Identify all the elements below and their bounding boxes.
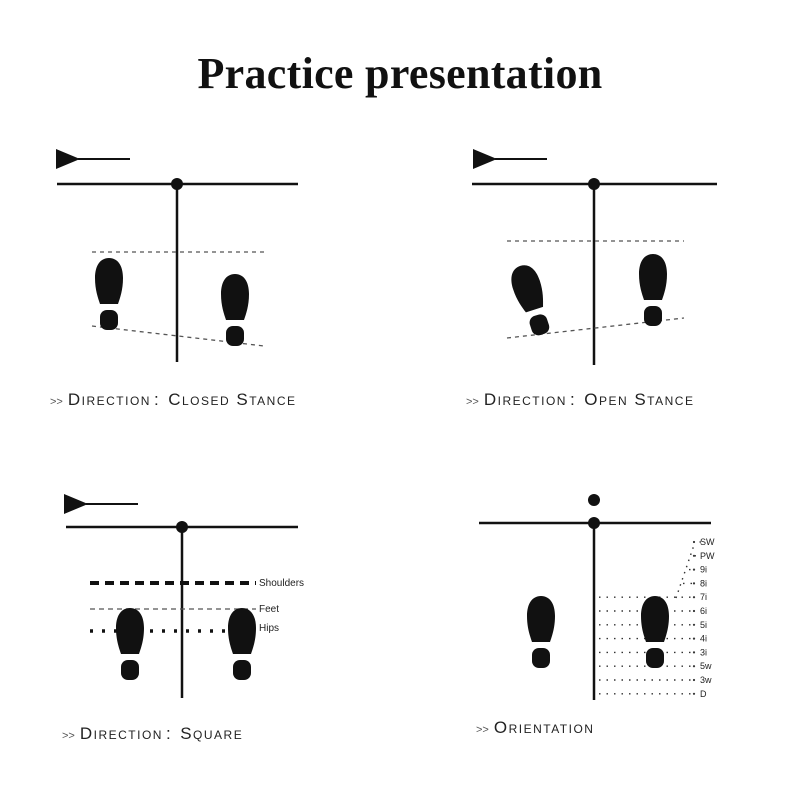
caption-square: >> Direction: Square: [62, 724, 243, 744]
scale-label: 8i: [700, 578, 707, 588]
scale-tick: [692, 596, 696, 599]
caption-value: Square: [180, 724, 244, 743]
center-dot: [588, 517, 600, 529]
caption-closed-stance: >> Direction: Closed Stance: [50, 390, 297, 410]
caption-prefix: >>: [62, 730, 75, 742]
scale-tick: [692, 665, 696, 668]
heel-guide-line: [506, 317, 685, 339]
scale-tick: [692, 568, 696, 571]
caption-value: Closed Stance: [168, 390, 297, 409]
caption-prefix: >>: [50, 396, 63, 408]
caption-prefix: >>: [466, 396, 479, 408]
scale-label: SW: [700, 537, 715, 547]
scale-label: 3w: [700, 675, 712, 685]
caption-word: Direction: [79, 724, 163, 743]
caption-colon: :: [165, 724, 173, 743]
scale-tick: [692, 554, 696, 557]
club-scale: SW PW 9i 8i 7i 6i 5i 4i 3i 5w 3wD: [700, 537, 715, 699]
panel-orientation: SW PW 9i 8i 7i 6i 5i 4i 3i 5w 3wD: [479, 494, 715, 700]
panel-square: Shoulders Feet Hips: [64, 494, 304, 698]
scale-tick: [692, 637, 696, 640]
caption-value: Open Stance: [584, 390, 695, 409]
scale-label: 9i: [700, 565, 707, 575]
scale-label: 3i: [700, 647, 707, 657]
ball-dot: [588, 494, 600, 506]
scale-label: 6i: [700, 606, 707, 616]
left-footprint: [95, 258, 123, 330]
right-footprint: [641, 596, 669, 668]
right-footprint: [228, 608, 256, 680]
scale-tick: [692, 609, 696, 613]
scale-tick: [692, 651, 696, 654]
hips-label: Hips: [259, 623, 279, 634]
feet-label: Feet: [259, 604, 279, 615]
caption-open-stance: >> Direction: Open Stance: [466, 390, 694, 410]
scale-tick: [692, 692, 696, 695]
center-dot: [171, 178, 183, 190]
scale-label: D: [700, 689, 707, 699]
center-dot: [588, 178, 600, 190]
right-footprint: [221, 274, 249, 346]
left-footprint: [527, 596, 555, 668]
caption-word: Direction: [483, 390, 567, 409]
right-footprint: [639, 254, 667, 326]
scale-label: 5w: [700, 661, 712, 671]
caption-prefix: >>: [476, 724, 489, 736]
caption-colon: :: [569, 390, 577, 409]
panel-open-stance: [472, 149, 717, 365]
scale-label: 4i: [700, 634, 707, 644]
page-title: Practice presentation: [197, 49, 603, 98]
scale-tick: [692, 678, 696, 682]
scale-label: 5i: [700, 620, 707, 630]
caption-colon: :: [153, 390, 161, 409]
left-footprint: [116, 608, 144, 680]
club-position-lines: [599, 540, 701, 695]
center-dot: [176, 521, 188, 533]
scale-tick: [692, 540, 696, 544]
caption-word: Orientation: [493, 718, 595, 737]
scale-tick: [692, 623, 696, 626]
scale-label: PW: [700, 551, 715, 561]
scale-label: 7i: [700, 592, 707, 602]
left-footprint: [506, 261, 556, 339]
scale-tick: [692, 582, 696, 585]
panel-closed-stance: [56, 149, 298, 362]
scale-slant-line: [675, 544, 695, 599]
shoulders-label: Shoulders: [259, 578, 304, 589]
caption-orientation: >> Orientation: [476, 718, 594, 738]
caption-word: Direction: [67, 390, 151, 409]
